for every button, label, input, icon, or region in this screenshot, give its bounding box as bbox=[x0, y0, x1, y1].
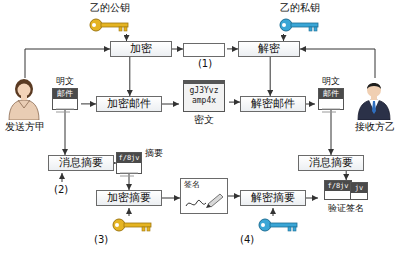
box-label: 消息摘要 bbox=[309, 156, 353, 170]
doc-lines-svg bbox=[117, 171, 141, 179]
leader-arrow bbox=[273, 208, 274, 216]
pen-icon-svg bbox=[182, 192, 226, 212]
key-icon bbox=[279, 17, 319, 33]
cipher-doc: gJ3Yvz amp4x 密文 bbox=[179, 80, 229, 128]
doc-caption: 验证签名 bbox=[318, 203, 374, 214]
person-icon bbox=[351, 78, 397, 120]
key-icon bbox=[259, 219, 297, 231]
pen-icon bbox=[182, 192, 226, 212]
flow-arrow bbox=[346, 171, 347, 180]
person-figure: 发送方甲 bbox=[1, 78, 49, 134]
doc-lines bbox=[117, 164, 141, 172]
box-label: 消息摘要 bbox=[59, 156, 103, 170]
flow-arrow bbox=[306, 104, 315, 105]
digest-text: f/8jv bbox=[325, 181, 351, 191]
key-node: 乙的公钥 bbox=[77, 2, 143, 34]
leader-arrow bbox=[62, 173, 63, 182]
person-label: 发送方甲 bbox=[1, 121, 49, 133]
key-label: 乙的私钥 bbox=[267, 2, 333, 14]
process-box: 加密 bbox=[110, 41, 172, 57]
envelope-rect-svg bbox=[183, 43, 225, 57]
signature-box: 签名 bbox=[180, 178, 228, 214]
flow-arrow bbox=[162, 198, 180, 199]
box-label: 加密 bbox=[130, 42, 152, 56]
person-label: 接收方乙 bbox=[351, 121, 399, 133]
flow-arrow bbox=[270, 57, 271, 96]
key-icon-svg bbox=[279, 17, 319, 33]
envelope-rect bbox=[183, 42, 225, 56]
doc-tag: 邮件 bbox=[53, 89, 77, 99]
signature-label: 签名 bbox=[181, 179, 227, 190]
process-box: 解密摘要 bbox=[240, 190, 306, 206]
person-figure: 接收方乙 bbox=[351, 78, 399, 134]
doc-heading: 明文 bbox=[315, 76, 347, 87]
flow-arrow bbox=[129, 57, 130, 96]
person-icon bbox=[1, 78, 47, 120]
flow-arrow bbox=[81, 103, 96, 104]
letter-doc: 明文邮件 bbox=[49, 76, 81, 110]
process-box: 解密邮件 bbox=[240, 96, 306, 112]
doc-lines-svg bbox=[53, 107, 77, 115]
flow-arrow bbox=[331, 110, 332, 155]
key-node: 乙的私钥 bbox=[267, 2, 333, 34]
digest-text: jv bbox=[351, 183, 367, 193]
callout-number: (4) bbox=[240, 234, 254, 246]
box-label: 加密摘要 bbox=[107, 191, 151, 205]
box-label: 解密邮件 bbox=[251, 97, 295, 111]
process-box: 加密摘要 bbox=[96, 190, 162, 206]
doc-icon: 邮件 bbox=[318, 88, 344, 110]
doc-icon: gJ3Yvz amp4x bbox=[183, 80, 225, 112]
flow-arrow bbox=[229, 102, 240, 103]
doc-lines bbox=[53, 100, 77, 108]
flow-arrow bbox=[227, 48, 238, 49]
flow-arrow bbox=[283, 34, 284, 41]
callout-number: (3) bbox=[94, 234, 108, 246]
envelope-box: (1) bbox=[183, 42, 227, 72]
box-label: 解密 bbox=[258, 42, 280, 56]
key-icon bbox=[113, 219, 151, 231]
doc-lines-svg bbox=[319, 107, 343, 115]
doc-icon: f/8jv bbox=[116, 152, 142, 174]
process-box: 消息摘要 bbox=[48, 155, 114, 171]
doc-caption: 摘要 bbox=[145, 148, 163, 159]
verify-doc: f/8jvjv 验证签名 bbox=[318, 180, 374, 222]
person-icon-svg bbox=[351, 78, 397, 120]
process-box: 加密邮件 bbox=[96, 96, 162, 112]
flow-arrow bbox=[228, 196, 240, 197]
digest-doc: f/8jv 摘要 bbox=[116, 148, 168, 174]
process-box: 解密 bbox=[238, 41, 300, 57]
process-box: 消息摘要 bbox=[298, 155, 364, 171]
key-icon-svg bbox=[89, 17, 129, 33]
callout-number: (1) bbox=[183, 58, 227, 70]
doc-icon: 邮件 bbox=[52, 88, 78, 110]
key-label: 乙的公钥 bbox=[77, 2, 143, 14]
doc-pair: f/8jvjv bbox=[318, 180, 374, 200]
letter-doc: 明文邮件 bbox=[315, 76, 347, 110]
digest-text: f/8jv bbox=[117, 153, 141, 163]
doc-lines bbox=[319, 100, 343, 108]
doc-caption: 密文 bbox=[179, 114, 229, 126]
box-label: 解密摘要 bbox=[251, 191, 295, 205]
flow-arrow bbox=[65, 110, 66, 155]
flow-arrow bbox=[300, 49, 375, 78]
doc-icon: f/8jv bbox=[324, 180, 352, 200]
leader-arrow bbox=[129, 208, 130, 216]
flow-arrow bbox=[126, 34, 127, 41]
doc-tag: 邮件 bbox=[319, 89, 343, 99]
callout-number: (2) bbox=[54, 184, 68, 196]
person-icon-svg bbox=[1, 78, 47, 120]
key-icon bbox=[89, 17, 129, 33]
doc-heading: 明文 bbox=[49, 76, 81, 87]
cipher-text: gJ3Yvz amp4x bbox=[184, 84, 224, 106]
flow-arrow bbox=[25, 49, 110, 78]
flow-arrow bbox=[306, 198, 318, 199]
flow-arrow bbox=[162, 104, 179, 105]
flow-arrow bbox=[172, 49, 183, 50]
box-label: 加密邮件 bbox=[107, 97, 151, 111]
doc-icon: jv bbox=[350, 182, 368, 200]
